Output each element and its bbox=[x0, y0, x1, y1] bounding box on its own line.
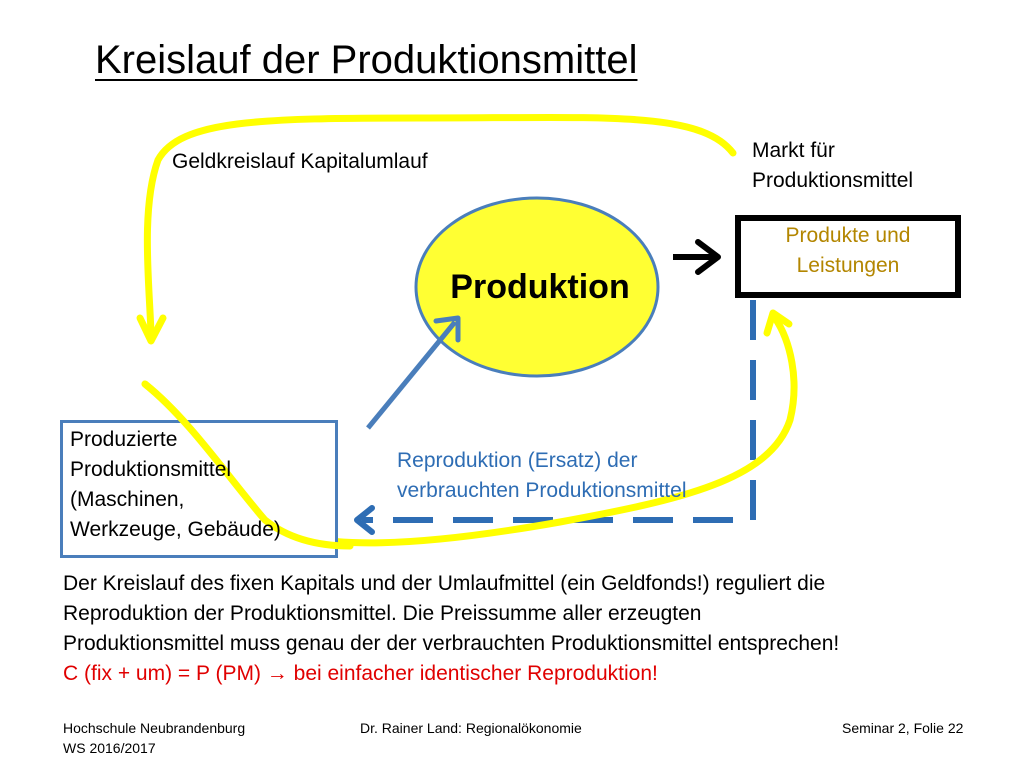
footer-institution: Hochschule Neubrandenburg WS 2016/2017 bbox=[63, 718, 245, 758]
dashed-reproduction-arrow bbox=[354, 300, 756, 535]
pm-line3: (Maschinen, bbox=[70, 488, 185, 511]
market-label-line2: Produktionsmittel bbox=[752, 169, 914, 192]
repro-line1: Reproduktion (Ersatz) der bbox=[397, 449, 638, 472]
means-of-production-text: Produzierte Produktionsmittel (Maschinen… bbox=[70, 425, 281, 545]
body-line2: Reproduktion der Produktionsmittel. Die … bbox=[63, 602, 702, 625]
products-label-line2: Leistungen bbox=[796, 254, 900, 277]
blue-arrow-to-production bbox=[366, 315, 461, 430]
market-label: Markt für Produktionsmittel bbox=[752, 136, 913, 196]
footer-slide-number: Seminar 2, Folie 22 bbox=[842, 720, 964, 736]
pm-line2: Produktionsmittel bbox=[70, 458, 232, 481]
body-line1: Der Kreislauf des fixen Kapitals und der… bbox=[63, 572, 826, 595]
formula-line: C (fix + um) = P (PM) → bei einfacher id… bbox=[63, 662, 658, 685]
pm-line1: Produzierte bbox=[70, 428, 178, 451]
page-title: Kreislauf der Produktionsmittel bbox=[95, 38, 638, 82]
explanation-text: Der Kreislauf des fixen Kapitals und der… bbox=[63, 569, 839, 689]
production-oval bbox=[414, 196, 660, 378]
pm-line4: Werkzeuge, Gebäude) bbox=[70, 518, 281, 541]
market-label-line1: Markt für bbox=[752, 139, 835, 162]
reproduction-label: Reproduktion (Ersatz) der verbrauchten P… bbox=[397, 446, 686, 506]
yellow-loop-overlay-segment bbox=[141, 380, 354, 550]
footer-semester: WS 2016/2017 bbox=[63, 740, 156, 756]
footer-lecture: Dr. Rainer Land: Regionalökonomie bbox=[360, 720, 582, 736]
repro-line2: verbrauchten Produktionsmittel bbox=[397, 479, 687, 502]
black-arrow-to-products bbox=[673, 239, 721, 275]
products-label-line1: Produkte und bbox=[785, 224, 911, 247]
footer-institution-name: Hochschule Neubrandenburg bbox=[63, 720, 246, 736]
money-cycle-label: Geldkreislauf Kapitalumlauf bbox=[172, 150, 428, 173]
products-box: Produkte und Leistungen bbox=[735, 215, 961, 298]
body-line3: Produktionsmittel muss genau der der ver… bbox=[63, 632, 840, 655]
production-label: Produktion bbox=[450, 268, 630, 306]
yellow-money-loop-top bbox=[136, 113, 737, 345]
